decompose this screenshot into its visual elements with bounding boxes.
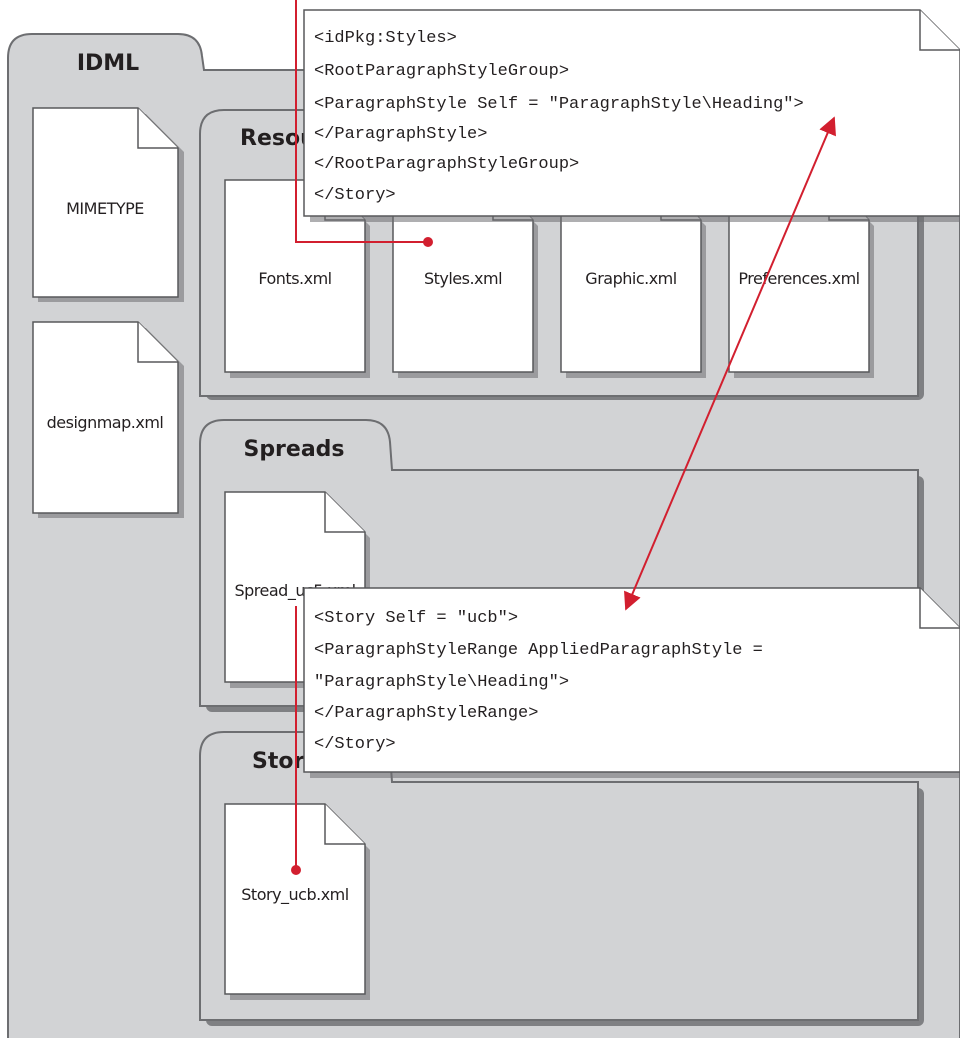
spreads-folder-label: Spreads — [243, 437, 344, 462]
code-line: </Story> — [314, 186, 396, 205]
doc-label: Styles.xml — [424, 269, 502, 288]
stories-folder: Stories — [199, 731, 924, 1026]
doc-label: Story_ucb.xml — [241, 885, 348, 905]
code-line: </RootParagraphStyleGroup> — [314, 155, 579, 174]
code-line: <RootParagraphStyleGroup> — [314, 62, 569, 81]
code-line: <Story Self = "ucb"> — [314, 609, 518, 628]
code-line: <ParagraphStyle Self = "ParagraphStyle\H… — [314, 95, 804, 114]
story-connector — [291, 606, 301, 875]
doc-label: Graphic.xml — [585, 269, 676, 288]
idml-folder-label: IDML — [77, 51, 139, 76]
doc-label: Fonts.xml — [258, 269, 331, 288]
code-line: </Story> — [314, 735, 396, 754]
code-line: <ParagraphStyleRange AppliedParagraphSty… — [314, 641, 763, 660]
story-code-callout: <Story Self = "ucb"> <ParagraphStyleRang… — [303, 587, 960, 778]
doc-designmap: designmap.xml — [32, 321, 184, 518]
doc-label: Preferences.xml — [738, 269, 859, 288]
doc-label: designmap.xml — [47, 413, 164, 432]
doc-mimetype: MIMETYPE — [32, 107, 184, 302]
code-line: </ParagraphStyleRange> — [314, 704, 538, 723]
code-line: </ParagraphStyle> — [314, 125, 487, 144]
heading-reference-arrow — [624, 116, 836, 611]
styles-code-callout: <idPkg:Styles> <RootParagraphStyleGroup>… — [303, 9, 960, 222]
doc-styles: Styles.xml — [392, 179, 538, 378]
code-line: "ParagraphStyle\Heading"> — [314, 673, 569, 692]
code-line: <idPkg:Styles> — [314, 29, 457, 48]
doc-label: MIMETYPE — [66, 199, 144, 218]
styles-connector — [295, 0, 433, 247]
doc-story: Story_ucb.xml — [224, 803, 370, 1000]
